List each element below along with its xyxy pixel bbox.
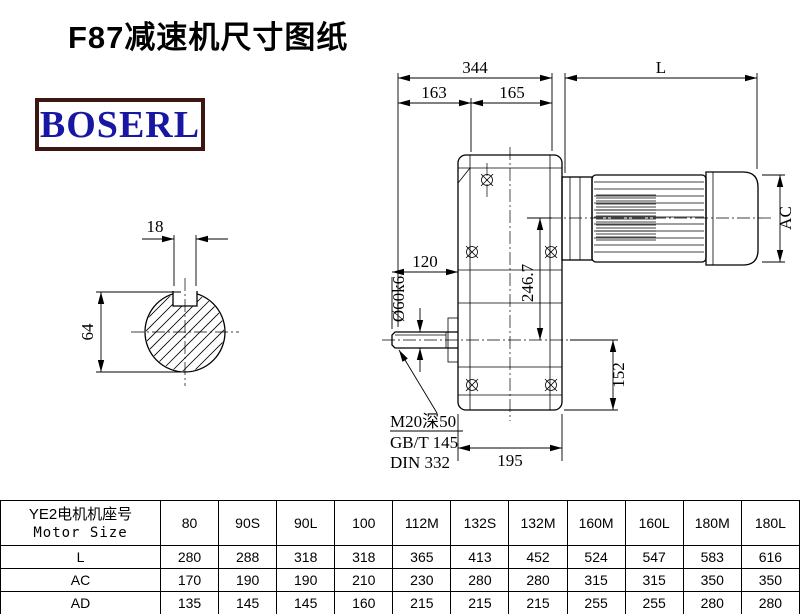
dim-motor-height-label: AC (776, 206, 795, 230)
dim-key-width-label: 18 (147, 217, 164, 236)
frame-size-col: 180L (740, 500, 800, 546)
size-cell: 315 (624, 568, 684, 592)
size-cell: 365 (392, 545, 452, 569)
table-row-L: L 280 288 318 318 365 413 452 524 547 58… (0, 545, 800, 569)
dim-shaft-diameter-label: Ø60k6 (389, 276, 408, 322)
page-title: F87减速机尺寸图纸 (68, 20, 349, 55)
bolt-hole-icon (544, 378, 558, 392)
frame-size-col: 112M (392, 500, 452, 546)
size-cell: 280 (682, 591, 742, 614)
size-cell: 255 (566, 591, 626, 614)
dim-base-width: 195 (457, 414, 563, 470)
tap-hole-note: M20深50 GB/T 145 DIN 332 (390, 349, 463, 472)
bolt-hole-icon (465, 378, 479, 392)
standard1-label: GB/T 145 (390, 433, 458, 452)
size-cell: 170 (159, 568, 220, 592)
motor-size-header: YE2电机机座号 Motor Size (0, 500, 161, 546)
size-cell: 288 (218, 545, 278, 569)
frame-size-col: 132M (508, 500, 568, 546)
table-header-row: YE2电机机座号 Motor Size 80 90S 90L 100 112M … (0, 500, 800, 546)
dim-motor-length-label: L (656, 58, 666, 77)
size-cell: 230 (392, 568, 452, 592)
dim-shaft-length: 120 (391, 252, 458, 329)
dim-bottom-height-label: 152 (609, 362, 628, 388)
motor-size-table: YE2电机机座号 Motor Size 80 90S 90L 100 112M … (0, 500, 800, 614)
shaft-end-view (131, 278, 239, 386)
dim-seg-left-label: 163 (421, 83, 447, 102)
size-cell: 547 (624, 545, 684, 569)
frame-size-col: 180M (682, 500, 742, 546)
dim-top-width: 344 (397, 58, 553, 327)
size-cell: 350 (740, 568, 800, 592)
size-cell: 452 (508, 545, 568, 569)
bolt-hole-icon (465, 245, 479, 259)
frame-size-col: 80 (159, 500, 220, 546)
size-cell: 350 (682, 568, 742, 592)
size-cell: 135 (159, 591, 220, 614)
size-cell: 190 (276, 568, 336, 592)
frame-size-col: 90L (276, 500, 336, 546)
frame-size-col: 100 (334, 500, 394, 546)
size-cell: 413 (450, 545, 510, 569)
centerlines (382, 147, 772, 421)
size-cell: 145 (218, 591, 278, 614)
frame-size-col: 132S (450, 500, 510, 546)
header-cn: YE2电机机座号 (28, 506, 133, 524)
dimension-drawing: 18 64 (78, 58, 795, 472)
motor-side-view (561, 171, 759, 266)
size-cell: 583 (682, 545, 742, 569)
dim-base-width-label: 195 (497, 451, 523, 470)
logo-text: BOSERL (39, 103, 201, 146)
row-label: L (0, 545, 161, 569)
size-cell: 215 (450, 591, 510, 614)
size-cell: 280 (740, 591, 800, 614)
header-en: Motor Size (33, 525, 128, 542)
size-cell: 190 (218, 568, 278, 592)
dim-bottom-height: 152 (564, 339, 628, 411)
size-cell: 215 (508, 591, 568, 614)
dim-end-view-diameter: 64 (78, 291, 181, 373)
size-cell: 145 (276, 591, 336, 614)
dim-axis-height: 246.7 (518, 217, 552, 340)
dim-motor-height: AC (762, 174, 795, 263)
frame-size-col: 160L (624, 500, 684, 546)
size-cell: 280 (508, 568, 568, 592)
dim-end-view-diameter-label: 64 (78, 323, 97, 341)
standard2-label: DIN 332 (390, 453, 450, 472)
size-cell: 318 (334, 545, 394, 569)
bolt-hole-icon (544, 245, 558, 259)
size-cell: 524 (566, 545, 626, 569)
dim-seg-right-label: 165 (499, 83, 525, 102)
size-cell: 215 (392, 591, 452, 614)
row-label: AD (0, 591, 161, 614)
dim-shaft-length-label: 120 (412, 252, 438, 271)
dim-163-165: 163 165 (398, 83, 552, 152)
dim-axis-height-label: 246.7 (518, 263, 537, 302)
dim-motor-length: L (564, 58, 758, 173)
size-cell: 616 (740, 545, 800, 569)
tap-note-label: M20深50 (390, 412, 456, 431)
size-cell: 255 (624, 591, 684, 614)
frame-size-col: 160M (566, 500, 626, 546)
table-row-AC: AC 170 190 190 210 230 280 280 315 315 3… (0, 568, 800, 592)
dim-top-width-label: 344 (462, 58, 488, 77)
size-cell: 280 (450, 568, 510, 592)
frame-size-col: 90S (218, 500, 278, 546)
size-cell: 315 (566, 568, 626, 592)
size-cell: 318 (276, 545, 336, 569)
boserl-logo: BOSERL (35, 98, 205, 151)
table-row-AD: AD 135 145 145 160 215 215 215 255 255 2… (0, 591, 800, 614)
size-cell: 160 (334, 591, 394, 614)
size-cell: 210 (334, 568, 394, 592)
dim-shaft-diameter: Ø60k6 (389, 276, 424, 372)
dim-key-width: 18 (142, 217, 228, 286)
row-label: AC (0, 568, 161, 592)
size-cell: 280 (159, 545, 220, 569)
